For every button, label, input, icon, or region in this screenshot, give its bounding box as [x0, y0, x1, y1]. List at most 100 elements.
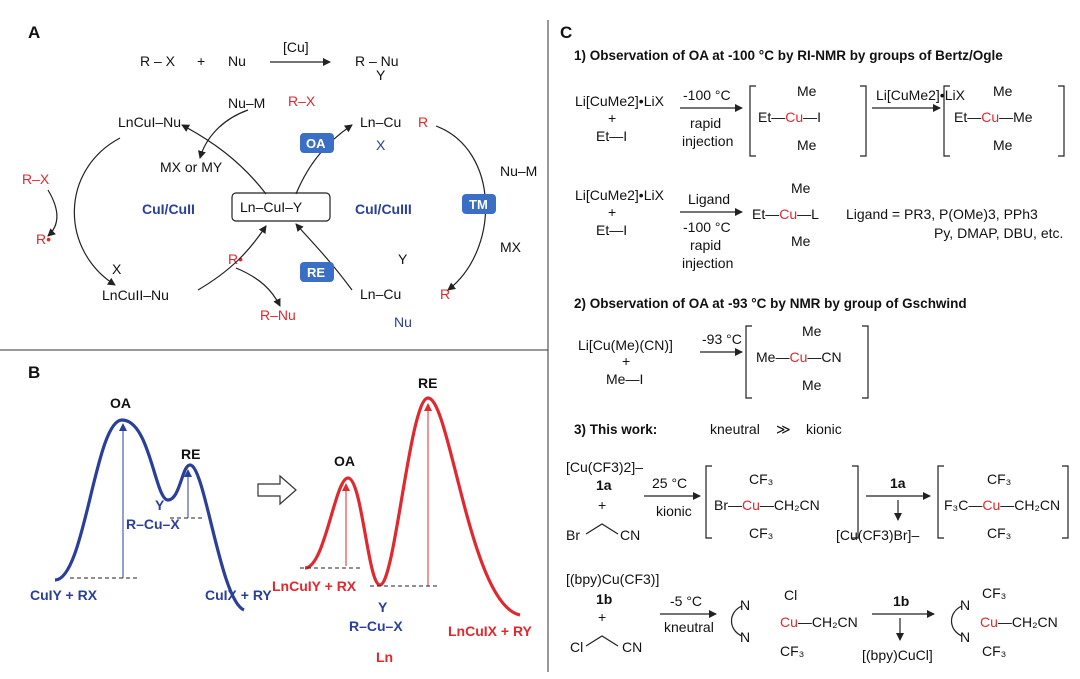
n-cond-bot: kneutral: [664, 619, 714, 635]
w-cond-top: 25 °C: [652, 475, 687, 491]
r1-cond-b2: injection: [682, 133, 733, 149]
n-1b-arrow: 1b: [893, 593, 909, 609]
center-complex: Ln–CuI–Y: [240, 199, 303, 215]
w-1a: 1a: [596, 477, 612, 493]
w-int2: F₃C—Cu—CH₂CN: [944, 497, 1060, 513]
energy-curve-red: [304, 396, 521, 617]
r2-cond-top: Ligand: [688, 191, 730, 207]
g-reagent: Li[Cu(Me)(CN)]: [578, 337, 673, 353]
r2-cond-b3: injection: [682, 255, 733, 271]
r-x-top: R–X: [288, 93, 316, 109]
n-cond-top: -5 °C: [670, 593, 702, 609]
r1-int2-me-top: Me: [993, 83, 1013, 99]
svg-text:TM: TM: [469, 197, 488, 212]
svg-text:OA: OA: [306, 136, 326, 151]
n-cn: CN: [622, 639, 642, 655]
r1-int1-me-bot: Me: [797, 137, 817, 153]
r1-int1-me-top: Me: [797, 83, 817, 99]
cu3-top-r: R: [418, 114, 428, 130]
w-1a-arrow: 1a: [890, 475, 906, 491]
w-cn: CN: [620, 527, 640, 543]
r1-bracket-1: [749, 85, 867, 157]
center-complex-box: [231, 192, 331, 222]
r-x-left: R–X: [22, 171, 50, 187]
n-bpy-1: [730, 605, 743, 637]
cu3-top-y: Y: [376, 67, 386, 83]
cu3-bot-r: R: [440, 286, 450, 302]
w-bracket-2: [937, 465, 1069, 539]
r2-cond-b2: rapid: [690, 237, 721, 253]
int-blue: R–Cu–X: [126, 516, 180, 532]
arc-upper-left: [181, 124, 267, 195]
n-reagent: [(bpy)Cu(CF3)]: [566, 571, 659, 587]
nu-m-right: Nu–M: [500, 163, 537, 179]
r-radical-center: R•: [228, 251, 243, 267]
ln-cu-nu: LnCuI–Nu: [118, 114, 181, 130]
r1-step2: Li[CuMe2]•LiX: [876, 87, 966, 103]
arc-radical: [235, 267, 281, 307]
w-reagent: [Cu(CF3)2]–: [566, 459, 643, 475]
r2-product-me-bot: Me: [791, 233, 811, 249]
w-byproduct: [Cu(CF3)Br]–: [836, 527, 919, 543]
int-red: R–Cu–X: [349, 618, 403, 634]
r2-eti: Et—I: [596, 222, 627, 238]
arc-bottom-right: [295, 223, 353, 291]
n-int1-cf3: CF₃: [780, 643, 804, 659]
g-cond: -93 °C: [702, 331, 742, 347]
eq-product: R – Nu: [355, 53, 399, 69]
arc-left: [73, 137, 121, 286]
n-int-n1: N: [740, 597, 750, 613]
cu1-cu3-label: CuI/CuIII: [355, 201, 412, 217]
r2-cond-b1: -100 °C: [683, 219, 731, 235]
cu1-cu2-label: CuI/CuII: [142, 201, 195, 217]
start-blue: CuIY + RX: [30, 587, 98, 603]
w-int1-cf3-top: CF₃: [749, 471, 773, 487]
tm-badge: TM: [462, 194, 496, 214]
eq-plus: +: [197, 53, 205, 69]
w-br: Br: [566, 527, 580, 543]
int-y-red: Y: [378, 599, 388, 615]
r2-product-me-top: Me: [791, 180, 811, 196]
n-int1: Cu—CH₂CN: [780, 614, 858, 630]
gg: ≫: [776, 421, 791, 437]
r-radical-left: R•: [36, 231, 51, 247]
w-int2-cf3-bot: CF₃: [987, 525, 1011, 541]
cu3-bot-nu: Nu: [394, 314, 412, 330]
g-product-me-top: Me: [802, 323, 822, 339]
n-1b: 1b: [596, 591, 612, 607]
r1-bracket-2: [943, 85, 1065, 157]
n-prod-n1: N: [960, 597, 970, 613]
r2-reagent: Li[CuMe2]•LiX: [575, 187, 665, 203]
mx-or-my: MX or MY: [160, 159, 223, 175]
r1-reagent: Li[CuMe2]•LiX: [575, 93, 665, 109]
oa-label-blue: OA: [110, 395, 131, 411]
arc-nu-m: [198, 109, 249, 159]
ligand-line-2: Py, DMAP, DBU, etc.: [934, 225, 1063, 241]
n-int1-cl: Cl: [784, 587, 797, 603]
n-cl: Cl: [570, 639, 583, 655]
r2-product: Et—Cu—L: [752, 206, 819, 222]
panel-label-b: B: [28, 363, 40, 382]
g-bracket: [745, 325, 869, 399]
n-prod: Cu—CH₂CN: [980, 614, 1058, 630]
ligand-line-1: Ligand = PR3, P(OMe)3, PPh3: [846, 206, 1038, 222]
r2-plus: +: [608, 204, 616, 220]
cu3-top-ln: Ln–Cu: [360, 114, 401, 130]
r1-eti: Et—I: [596, 128, 627, 144]
w-cond-bot: kionic: [656, 503, 692, 519]
int-y-blue: Y: [155, 497, 165, 513]
arc-rx-left: [47, 189, 58, 237]
n-prod-cf3-top: CF₃: [982, 585, 1006, 601]
cu3-bot-y: Y: [398, 251, 408, 267]
r1-cond-b1: rapid: [690, 115, 721, 131]
w-chain: [585, 523, 619, 535]
oa-badge: OA: [300, 133, 334, 153]
transition-arrow: [257, 474, 297, 506]
r1-int2-me-bot: Me: [993, 137, 1013, 153]
n-plus: +: [598, 609, 606, 625]
g-product-me-bot: Me: [802, 377, 822, 393]
panel-label-a: A: [28, 23, 40, 42]
k-neutral: kneutral: [710, 421, 760, 437]
mx-right: MX: [500, 239, 522, 255]
